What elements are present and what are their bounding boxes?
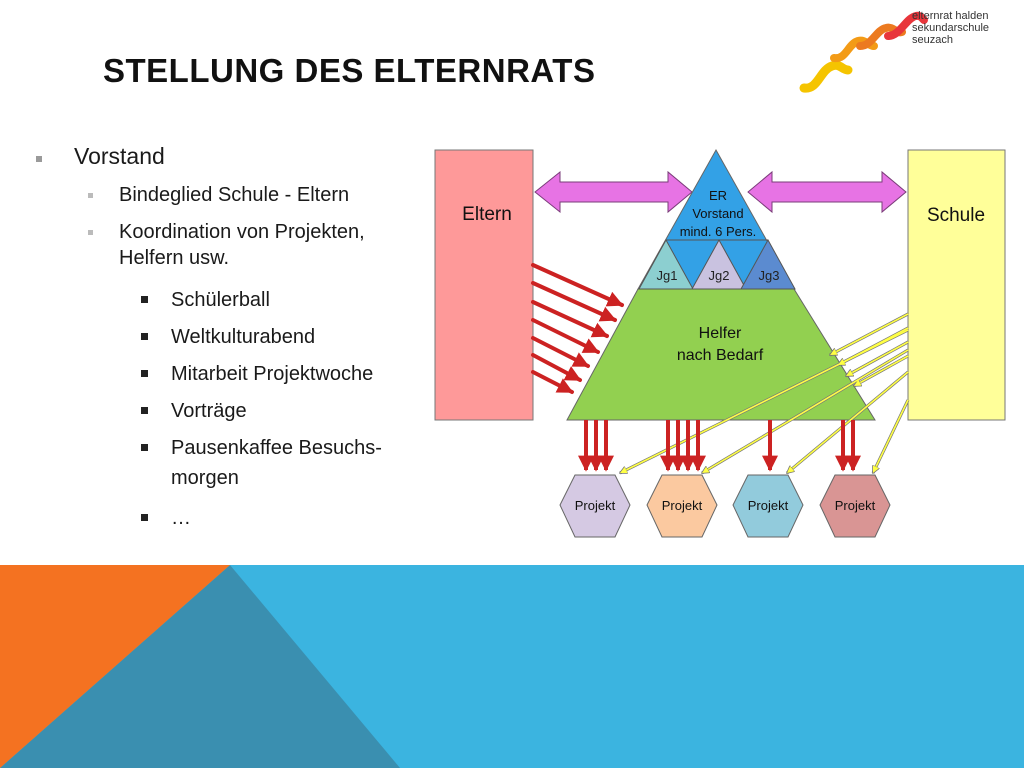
projekt-hexagon-3 — [732, 474, 804, 538]
bullet-marker — [141, 514, 148, 521]
double-arrow-eltern-er — [534, 170, 693, 214]
bullet-bindeglied: Bindeglied Schule - Eltern — [119, 184, 350, 206]
projekt-label-4: Projekt — [835, 498, 876, 513]
bullet-marker — [141, 407, 148, 414]
bullet-marker — [88, 230, 93, 235]
er-label-3: mind. 6 Pers. — [680, 224, 757, 239]
bullet-ellipsis: … — [171, 507, 191, 529]
bullet-koordination-cont: Helfern usw. — [119, 247, 230, 269]
logo-line-2: sekundarschule — [912, 22, 990, 34]
org-diagram: Eltern Schule ER Vorstand mind. 6 Pers. … — [434, 148, 1006, 538]
schule-box — [907, 149, 1006, 421]
er-label-1: ER — [709, 188, 727, 203]
bullet-pausenkaffee: Pausenkaffee Besuchs- — [171, 437, 382, 459]
jg3-triangle — [740, 238, 796, 290]
helfer-to-projekt-arrows — [578, 420, 861, 472]
slide-title: STELLUNG DES ELTERNRATS — [103, 52, 596, 89]
helfer-label-2: nach Bedarf — [677, 347, 764, 364]
bullet-marker — [88, 193, 93, 198]
logo-line-3: seuzach — [912, 34, 953, 46]
logo-line-1: elternrat halden — [912, 10, 989, 22]
eltern-label: Eltern — [462, 204, 512, 225]
jg2-triangle — [691, 238, 747, 290]
logo-text: elternrat halden sekundarschule seuzach — [912, 10, 989, 46]
schule-label: Schule — [927, 205, 985, 226]
footer-teal-triangle — [0, 565, 400, 768]
projekt-label-2: Projekt — [662, 498, 703, 513]
projekt-hexagon-1 — [559, 474, 631, 538]
jg3-label: Jg3 — [759, 268, 780, 283]
bullet-marker — [141, 444, 148, 451]
jg1-label: Jg1 — [657, 268, 678, 283]
jg1-triangle — [638, 238, 694, 290]
projekt-label-3: Projekt — [748, 498, 789, 513]
projekt-hexagon-2 — [646, 474, 718, 538]
bullet-vortraege: Vorträge — [171, 400, 247, 422]
projekt-label-1: Projekt — [575, 498, 616, 513]
helfer-label-1: Helfer — [699, 325, 742, 342]
er-label-2: Vorstand — [692, 206, 743, 221]
bullet-weltkulturabend: Weltkulturabend — [171, 326, 316, 348]
footer-decoration — [0, 565, 1024, 768]
footer-orange-triangle — [0, 565, 230, 768]
double-arrow-er-schule — [747, 170, 907, 214]
bullet-vorstand: Vorstand — [74, 143, 165, 169]
bullet-schuelerball: Schülerball — [171, 289, 270, 311]
projekt-hexagon-4 — [819, 474, 891, 538]
bullet-marker — [141, 296, 148, 303]
bullet-pausenkaffee-cont: morgen — [171, 467, 239, 489]
bullet-marker — [141, 370, 148, 377]
logo-graphic — [799, 11, 928, 93]
jg2-label: Jg2 — [709, 268, 730, 283]
bullet-marker — [141, 333, 148, 340]
bullet-koordination: Koordination von Projekten, — [119, 221, 365, 243]
bullet-projektwoche: Mitarbeit Projektwoche — [171, 363, 374, 385]
bullet-marker — [36, 156, 42, 162]
eltern-to-helfer-arrows — [531, 263, 624, 394]
bullet-list: Vorstand Bindeglied Schule - Eltern Koor… — [0, 0, 440, 560]
eltern-box — [434, 149, 534, 421]
